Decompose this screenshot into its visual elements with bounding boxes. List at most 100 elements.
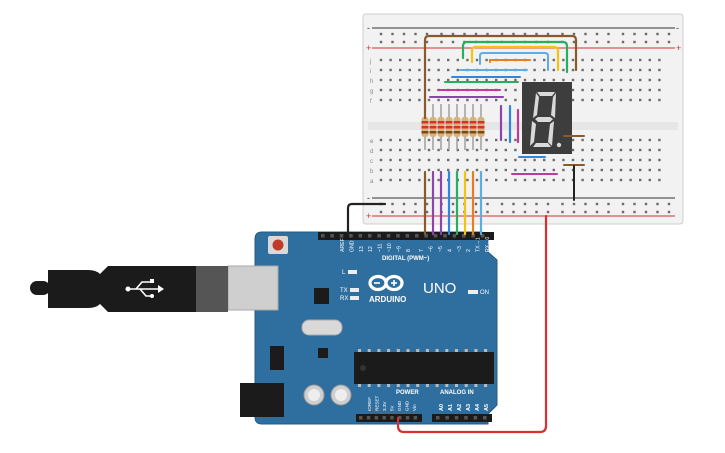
power-pin-header[interactable] [356, 414, 422, 422]
rail-hole[interactable] [595, 210, 599, 214]
breadboard-hole[interactable] [610, 158, 613, 162]
rail-hole[interactable] [523, 32, 527, 36]
rail-hole[interactable] [425, 202, 429, 206]
breadboard-hole[interactable] [639, 138, 642, 142]
breadboard-hole[interactable] [514, 158, 517, 162]
breadboard-hole[interactable] [466, 178, 469, 182]
breadboard-hole[interactable] [399, 98, 402, 102]
breadboard-hole[interactable] [456, 58, 459, 62]
breadboard-hole[interactable] [389, 98, 392, 102]
rail-hole[interactable] [561, 202, 564, 206]
breadboard-hole[interactable] [562, 168, 565, 172]
breadboard-hole[interactable] [571, 158, 575, 162]
rail-hole[interactable] [414, 210, 417, 214]
breadboard-hole[interactable] [389, 138, 392, 142]
breadboard-hole[interactable] [600, 98, 603, 102]
rail-hole[interactable] [512, 202, 515, 206]
breadboard-hole[interactable] [437, 58, 440, 62]
rail-hole[interactable] [633, 210, 636, 214]
breadboard-hole[interactable] [437, 78, 440, 82]
breadboard-hole[interactable] [581, 148, 584, 152]
rail-hole[interactable] [474, 202, 478, 206]
breadboard-hole[interactable] [427, 68, 431, 72]
rail-hole[interactable] [486, 210, 489, 214]
rail-hole[interactable] [379, 210, 383, 214]
breadboard-hole[interactable] [610, 138, 613, 142]
breadboard-hole[interactable] [466, 78, 469, 82]
breadboard-hole[interactable] [485, 138, 488, 142]
breadboard-hole[interactable] [658, 88, 661, 92]
rail-hole[interactable] [379, 40, 383, 44]
breadboard-hole[interactable] [648, 158, 651, 162]
breadboard-hole[interactable] [389, 178, 392, 182]
rail-hole[interactable] [451, 40, 455, 44]
rail-hole[interactable] [644, 32, 648, 36]
rail-hole[interactable] [486, 202, 489, 206]
breadboard-hole[interactable] [437, 138, 440, 142]
breadboard-hole[interactable] [552, 158, 555, 162]
breadboard-hole[interactable] [447, 138, 450, 142]
breadboard-hole[interactable] [389, 168, 392, 172]
breadboard-holes[interactable] [379, 32, 671, 214]
rail-hole[interactable] [500, 32, 504, 36]
breadboard-hole[interactable] [619, 88, 623, 92]
breadboard-hole[interactable] [658, 148, 661, 152]
rail-hole[interactable] [667, 202, 671, 206]
breadboard-hole[interactable] [514, 178, 517, 182]
breadboard-hole[interactable] [389, 88, 392, 92]
breadboard-hole[interactable] [581, 88, 584, 92]
breadboard-hole[interactable] [533, 78, 536, 82]
breadboard-hole[interactable] [581, 178, 584, 182]
breadboard-hole[interactable] [418, 168, 421, 172]
breadboard-hole[interactable] [495, 168, 498, 172]
breadboard-hole[interactable] [562, 78, 565, 82]
rail-hole[interactable] [391, 202, 394, 206]
breadboard-hole[interactable] [466, 98, 469, 102]
rail-hole[interactable] [425, 210, 429, 214]
breadboard-hole[interactable] [571, 88, 575, 92]
breadboard-hole[interactable] [504, 168, 507, 172]
rail-hole[interactable] [486, 32, 489, 36]
breadboard-hole[interactable] [408, 138, 411, 142]
breadboard-hole[interactable] [456, 138, 459, 142]
breadboard-hole[interactable] [399, 68, 402, 72]
breadboard-hole[interactable] [418, 98, 421, 102]
breadboard-hole[interactable] [418, 58, 421, 62]
rail-hole[interactable] [621, 210, 625, 214]
breadboard-hole[interactable] [543, 168, 546, 172]
rail-hole[interactable] [607, 202, 610, 206]
breadboard-hole[interactable] [399, 168, 402, 172]
breadboard-hole[interactable] [427, 158, 431, 162]
rail-hole[interactable] [595, 40, 599, 44]
breadboard-hole[interactable] [437, 68, 440, 72]
breadboard-hole[interactable] [648, 148, 651, 152]
breadboard-hole[interactable] [639, 98, 642, 102]
reset-button[interactable] [272, 239, 284, 251]
breadboard-hole[interactable] [562, 58, 565, 62]
rail-hole[interactable] [595, 32, 599, 36]
breadboard-hole[interactable] [581, 168, 584, 172]
rail-hole[interactable] [656, 40, 659, 44]
breadboard-hole[interactable] [504, 138, 507, 142]
breadboard-hole[interactable] [485, 78, 488, 82]
rail-hole[interactable] [414, 202, 417, 206]
breadboard-hole[interactable] [379, 68, 383, 72]
breadboard-hole[interactable] [475, 98, 479, 102]
breadboard-hole[interactable] [543, 78, 546, 82]
breadboard-hole[interactable] [610, 88, 613, 92]
breadboard-hole[interactable] [600, 68, 603, 72]
rail-hole[interactable] [402, 40, 406, 44]
breadboard-hole[interactable] [639, 88, 642, 92]
rail-hole[interactable] [425, 32, 429, 36]
breadboard-hole[interactable] [543, 68, 546, 72]
breadboard-hole[interactable] [447, 68, 450, 72]
breadboard-hole[interactable] [427, 138, 431, 142]
breadboard-hole[interactable] [581, 58, 584, 62]
rail-hole[interactable] [402, 32, 406, 36]
breadboard-hole[interactable] [399, 178, 402, 182]
rail-hole[interactable] [644, 40, 648, 44]
breadboard-hole[interactable] [571, 68, 575, 72]
breadboard-hole[interactable] [408, 158, 411, 162]
breadboard-hole[interactable] [418, 138, 421, 142]
breadboard-hole[interactable] [591, 158, 594, 162]
